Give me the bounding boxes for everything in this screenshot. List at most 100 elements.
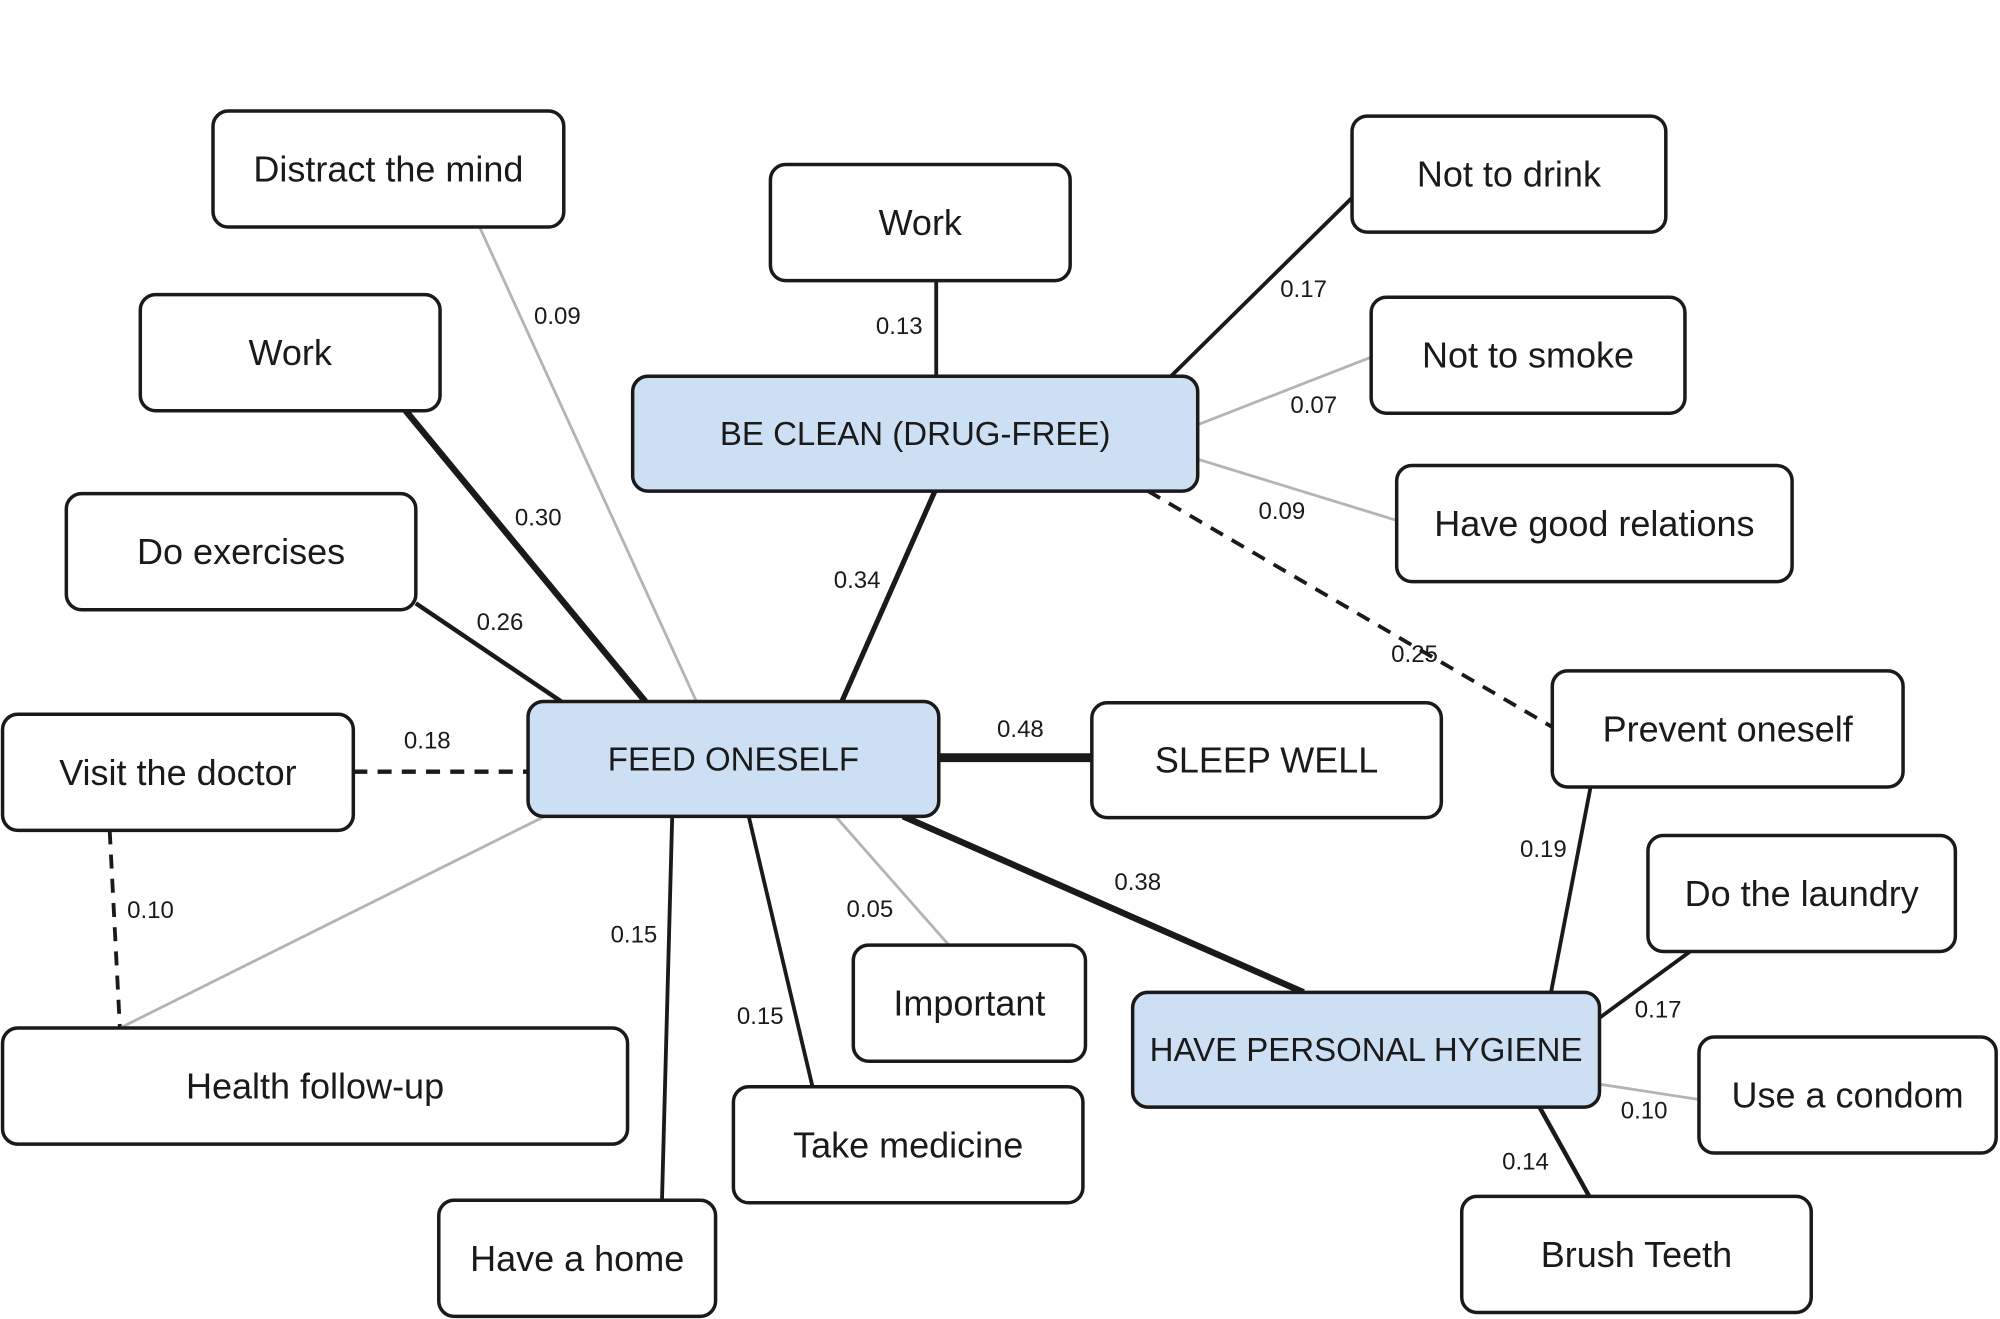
node-box — [437, 1198, 718, 1319]
node-label: Important — [893, 983, 1045, 1024]
edge-hygiene-to-laundry — [1598, 949, 1692, 1020]
node-box — [526, 699, 941, 819]
node-box — [1646, 833, 1958, 954]
node-take-medicine: Take medicine — [731, 1084, 1085, 1205]
node-box — [138, 292, 442, 413]
edge-weight-label: 0.48 — [997, 716, 1044, 743]
edge-weight-label: 0.26 — [477, 609, 524, 636]
node-box — [1459, 1194, 1813, 1315]
node-have-personal-hygiene: HAVE PERSONAL HYGIENE — [1130, 990, 1602, 1109]
edge-doctor-to-health — [107, 830, 122, 1029]
node-label: Work — [249, 332, 333, 373]
node-label: Prevent oneself — [1603, 708, 1854, 749]
nodes-layer: BE CLEAN (DRUG-FREE) FEED ONESELF SLEEP WE… — [0, 109, 1998, 1319]
node-not-to-smoke: Not to smoke — [1369, 295, 1687, 416]
edge-feed-to-hygiene — [901, 813, 1305, 996]
node-important: Important — [851, 943, 1088, 1063]
node-distract-the-mind: Distract the mind — [211, 109, 566, 229]
edge-weight-label: 0.17 — [1280, 276, 1327, 303]
edge-weight-label: 0.09 — [534, 303, 581, 330]
edge-weight-label: 0.34 — [834, 567, 881, 594]
edge-weight-label: 0.38 — [1114, 869, 1161, 896]
edge-weight-label: 0.13 — [876, 313, 923, 340]
edge-prevent-to-hygiene — [1549, 786, 1593, 993]
node-sleep-well: SLEEP WELL — [1090, 701, 1444, 820]
edge-be-clean-to-not-drink — [1169, 196, 1354, 378]
node-box — [731, 1084, 1085, 1205]
node-label: HAVE PERSONAL HYGIENE — [1150, 1031, 1583, 1068]
node-not-to-drink: Not to drink — [1350, 114, 1668, 234]
node-visit-the-doctor: Visit the doctor — [0, 712, 356, 833]
node-box — [0, 1026, 630, 1146]
node-box — [211, 109, 566, 229]
node-work-left: Work — [138, 292, 442, 413]
edge-feed-to-health — [119, 815, 546, 1030]
node-box — [0, 712, 356, 833]
edge-weight-label: 0.05 — [847, 896, 894, 923]
edge-be-clean-to-relations — [1197, 457, 1398, 522]
node-box — [851, 943, 1088, 1063]
node-be-clean-drug-free: BE CLEAN (DRUG-FREE) — [630, 374, 1200, 493]
edge-be-clean-to-feed — [839, 490, 938, 703]
node-box — [1090, 701, 1444, 820]
node-feed-oneself: FEED ONESELF — [526, 699, 941, 819]
edge-feed-to-medicine — [746, 815, 815, 1088]
node-box — [768, 162, 1072, 283]
edge-weight-label: 0.17 — [1635, 997, 1682, 1024]
node-label: Not to drink — [1417, 154, 1602, 195]
node-do-exercises: Do exercises — [64, 491, 418, 612]
node-label: Visit the doctor — [59, 752, 296, 793]
edges-layer — [107, 196, 1700, 1201]
edge-hygiene-to-teeth — [1537, 1106, 1592, 1198]
node-do-the-laundry: Do the laundry — [1646, 833, 1958, 954]
node-work-top: Work — [768, 162, 1072, 283]
node-box — [64, 491, 418, 612]
node-have-good-relations: Have good relations — [1394, 463, 1794, 584]
edge-weight-label: 0.25 — [1391, 641, 1438, 668]
edge-weight-label: 0.18 — [404, 728, 451, 755]
node-label: Distract the mind — [253, 149, 523, 190]
node-label: Do the laundry — [1685, 873, 1919, 914]
node-label: Have good relations — [1434, 503, 1754, 544]
edge-be-clean-to-prevent — [1146, 489, 1554, 729]
node-box — [1550, 669, 1905, 789]
node-prevent-oneself: Prevent oneself — [1550, 669, 1905, 789]
edge-weight-label: 0.07 — [1290, 392, 1337, 419]
edge-weight-label: 0.10 — [1621, 1097, 1668, 1124]
node-label: SLEEP WELL — [1155, 740, 1378, 781]
node-label: Health follow-up — [186, 1066, 444, 1107]
edge-work-left-to-feed — [403, 408, 648, 704]
edge-weight-label: 0.30 — [515, 504, 562, 531]
node-label: Use a condom — [1732, 1075, 1964, 1116]
node-box — [630, 374, 1200, 493]
edge-weight-label: 0.09 — [1259, 498, 1306, 525]
node-box — [1350, 114, 1668, 234]
node-label: Do exercises — [137, 531, 345, 572]
weights-layer: 0.13 0.17 0.07 0.09 0.25 0.34 0.09 0.30 0.26 0.18… — [127, 276, 1681, 1175]
edge-be-clean-to-not-smoke — [1197, 355, 1372, 427]
edge-feed-to-important — [834, 815, 951, 947]
node-have-a-home: Have a home — [437, 1198, 718, 1319]
node-label: FEED ONESELF — [608, 740, 859, 777]
node-label: Brush Teeth — [1541, 1234, 1732, 1275]
node-label: Not to smoke — [1422, 335, 1634, 376]
node-label: BE CLEAN (DRUG-FREE) — [720, 415, 1111, 452]
node-health-follow-up: Health follow-up — [0, 1026, 630, 1146]
node-use-a-condom: Use a condom — [1697, 1035, 1998, 1155]
node-label: Have a home — [470, 1238, 684, 1279]
node-box — [1697, 1035, 1998, 1155]
edge-weight-label: 0.14 — [1502, 1148, 1549, 1175]
edge-weight-label: 0.15 — [737, 1003, 784, 1030]
edge-feed-to-home — [660, 816, 675, 1201]
node-label: Take medicine — [793, 1124, 1023, 1165]
edge-weight-label: 0.10 — [127, 897, 174, 924]
node-brush-teeth: Brush Teeth — [1459, 1194, 1813, 1315]
edge-weight-label: 0.19 — [1520, 836, 1567, 863]
edge-exercises-to-feed — [414, 601, 563, 704]
edge-distract-to-feed — [478, 226, 698, 703]
node-box — [1394, 463, 1794, 584]
node-box — [1369, 295, 1687, 416]
edge-weight-label: 0.15 — [611, 921, 658, 948]
edge-hygiene-to-condom — [1599, 1082, 1700, 1101]
